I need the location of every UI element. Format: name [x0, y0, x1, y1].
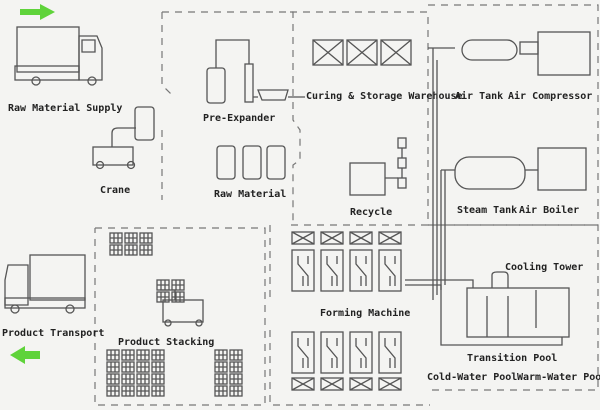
zone-borders	[94, 4, 599, 406]
pre-expander-icon	[206, 39, 305, 104]
curing-storage-label: Curing & Storage Warehouse	[306, 90, 463, 102]
crane-icon	[92, 106, 155, 170]
steam-boiler-icon	[454, 147, 587, 191]
arrow-right-icon	[20, 4, 55, 20]
raw-material-tanks-icon	[216, 145, 286, 180]
air-boiler-label: Air Boiler	[519, 204, 579, 216]
recycle-icon	[349, 137, 407, 196]
transport-truck-icon	[4, 254, 86, 314]
product-stacking-label: Product Stacking	[118, 336, 214, 348]
air-compressor-label: Air Compressor	[508, 90, 592, 102]
transition-pool-label: Transition Pool	[467, 352, 557, 364]
raw-material-supply-label: Raw Material Supply	[8, 102, 122, 114]
air-compressor-icon	[461, 31, 591, 76]
forming-machines-icon	[291, 231, 402, 391]
product-stacking-icon	[106, 232, 243, 397]
recycle-label: Recycle	[350, 207, 392, 218]
supply-truck-icon	[14, 26, 103, 86]
forming-machine-label: Forming Machine	[320, 307, 410, 319]
steam-tank-label: Steam Tank	[457, 205, 517, 216]
warm-water-pool-label: Warm-Water Pool	[517, 372, 600, 383]
cooling-tower-icon	[405, 271, 570, 346]
arrow-left-icon	[10, 346, 40, 364]
cold-water-pool-label: Cold-Water Pool	[427, 372, 517, 383]
cooling-tower-label: Cooling Tower	[505, 261, 583, 273]
product-transport-label: Product Transport	[2, 328, 104, 339]
air-tank-label: Air Tank	[455, 90, 503, 102]
warehouse-icon	[312, 39, 412, 66]
crane-label: Crane	[100, 185, 130, 196]
pipes	[428, 47, 455, 300]
pre-expander-label: Pre-Expander	[203, 113, 275, 124]
raw-material-label: Raw Material	[214, 188, 286, 200]
